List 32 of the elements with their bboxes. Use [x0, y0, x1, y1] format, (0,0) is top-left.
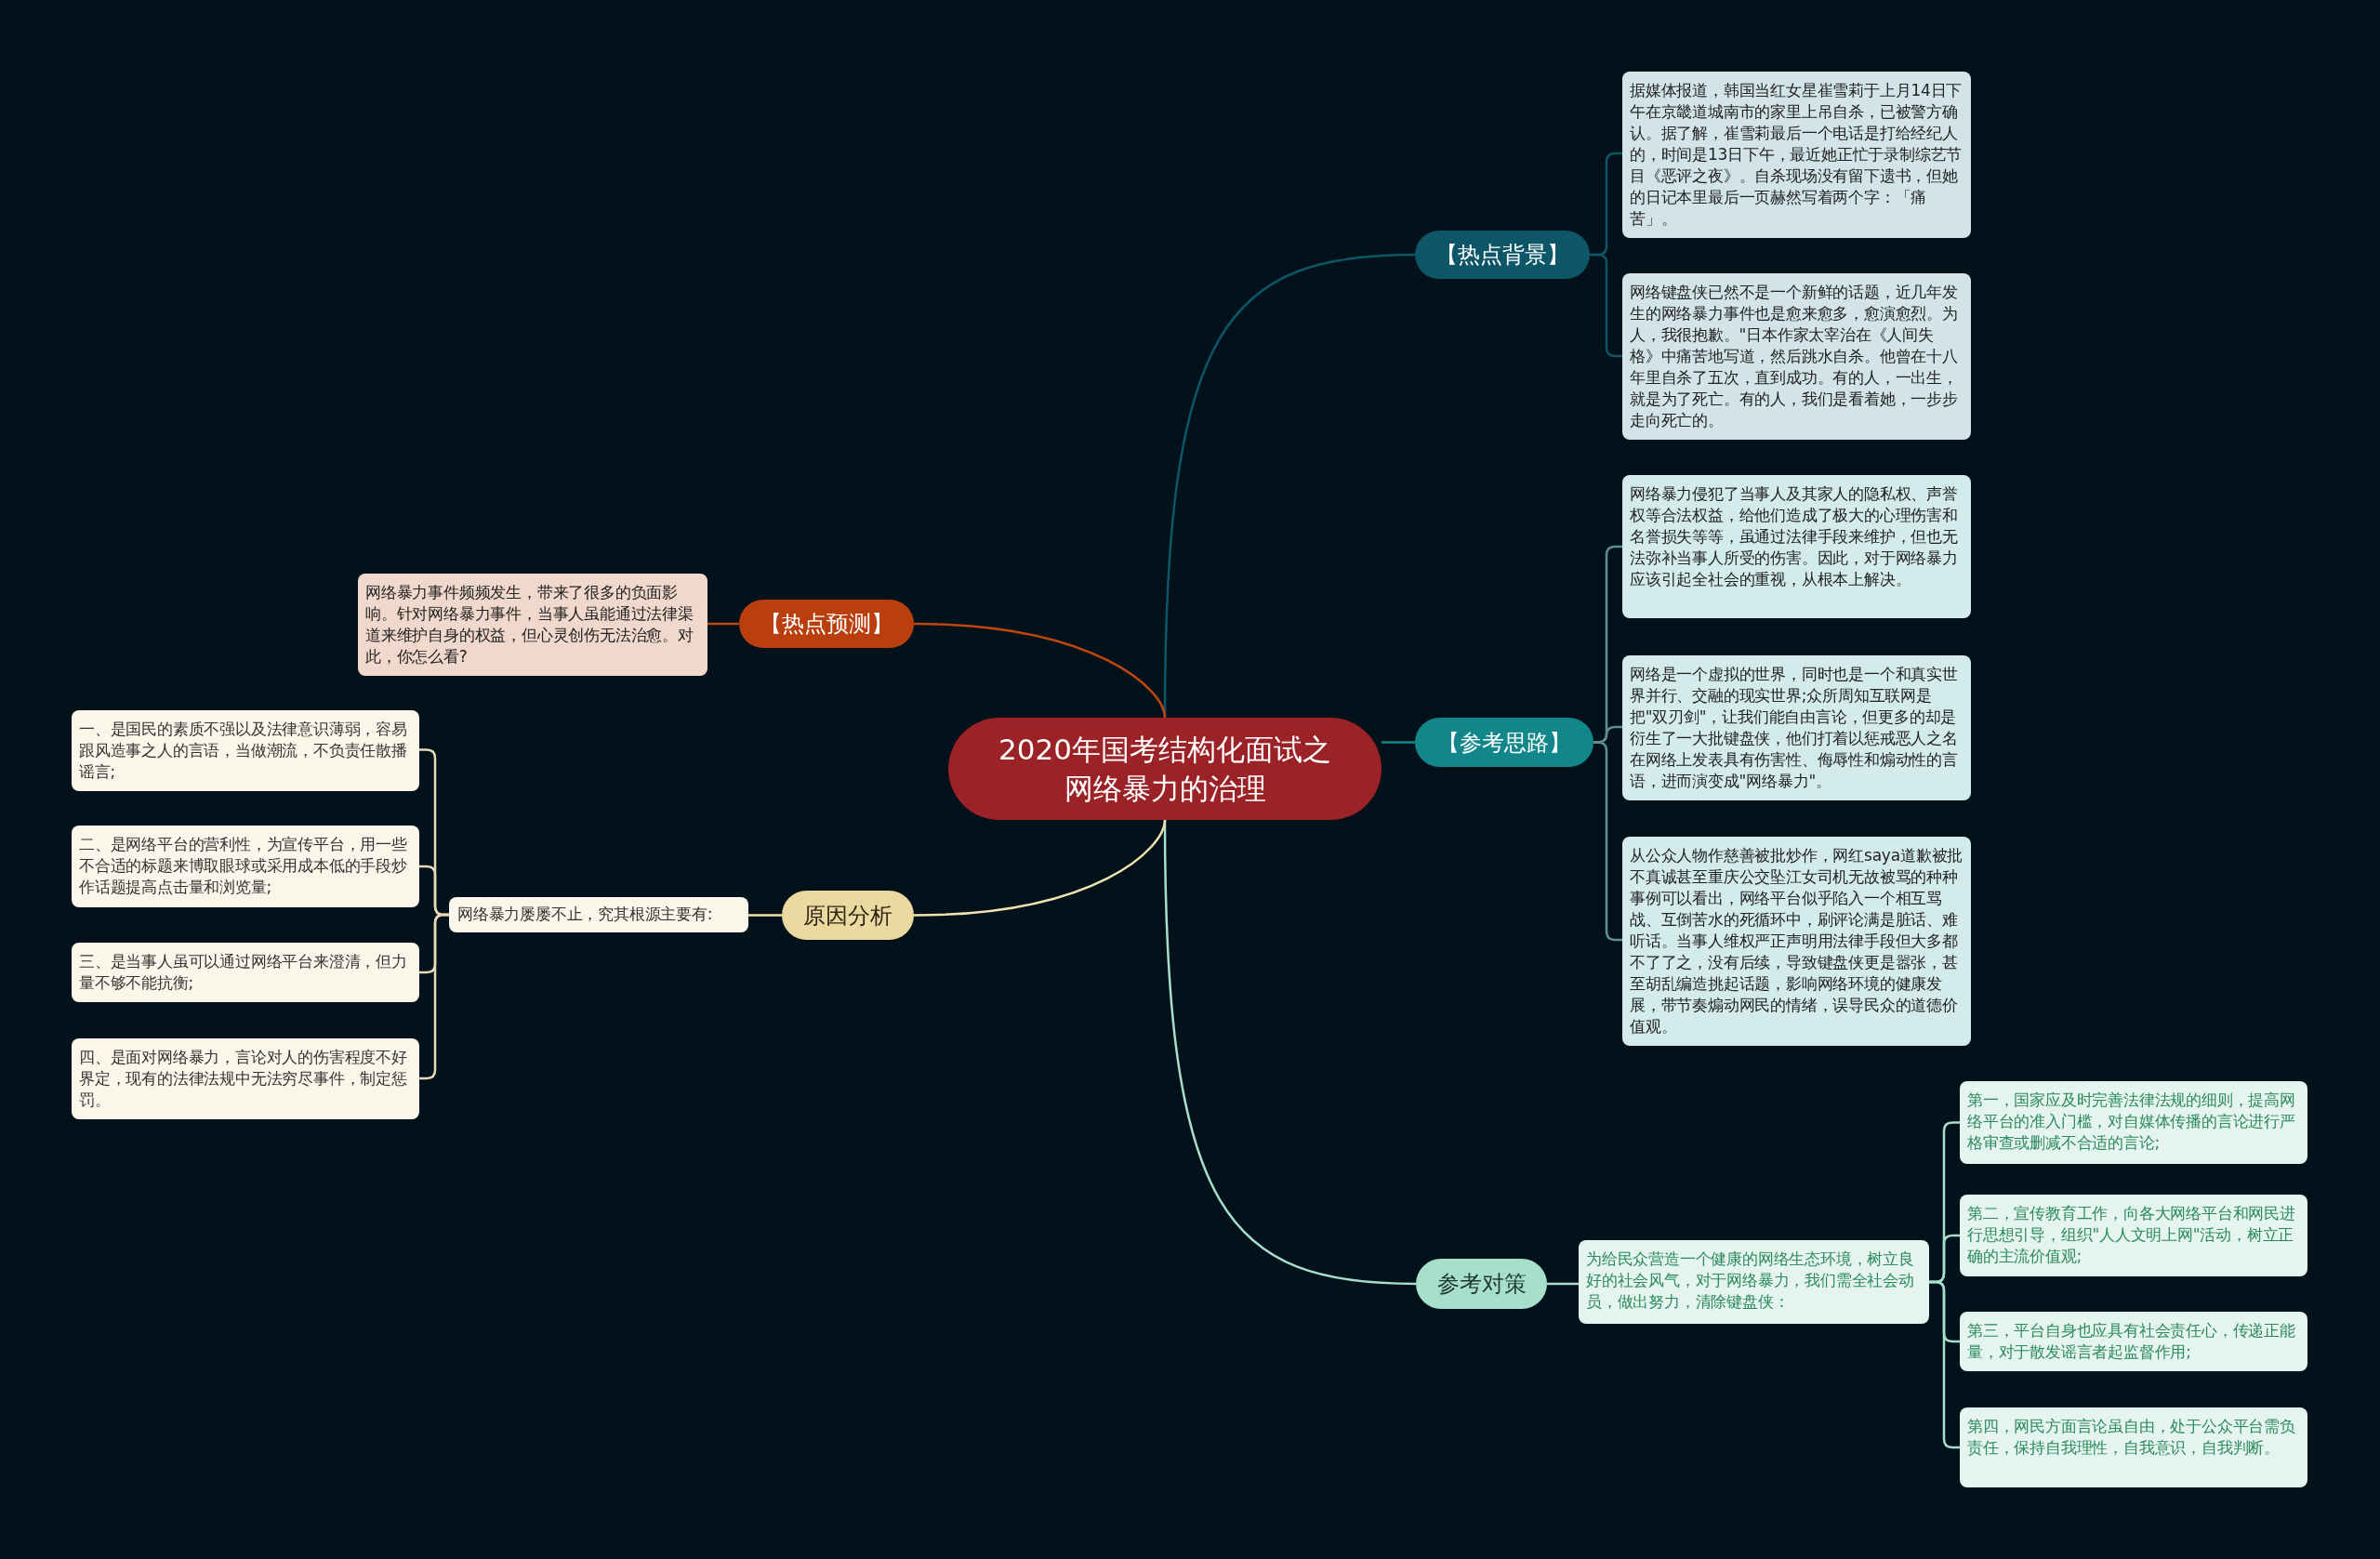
connector-line	[1382, 741, 1415, 744]
note-box: 一、是国民的素质不强以及法律意识薄弱，容易跟风造事之人的言语，当做潮流，不负责任散播谣言;	[72, 710, 419, 791]
note-box: 网络是一个虚拟的世界，同时也是一个和真实世界并行、交融的现实世界;众所周知互联网是把"双刃剑"，让我们能自由言论，但更多的却是衍生了一大批键盘侠，他们打着以惩戒恶人之名在网络上发表具有伤害性、侮辱性和煽动性的言语，进而演变成"网络暴力"。	[1622, 655, 1971, 800]
note-box: 第一，国家应及时完善法律法规的细则，提高网络平台的准入门槛，对自媒体传播的言论进行严格审查或删减不合适的言论;	[1960, 1081, 2307, 1164]
note-box: 二、是网络平台的营利性，为宣传平台，用一些不合适的标题来博取眼球或采用成本低的手段炒作话题提高点击量和浏览量;	[72, 826, 419, 907]
note-box: 网络暴力侵犯了当事人及其家人的隐私权、声誉权等合法权益，给他们造成了极大的心理伤害和名誉损失等等，虽通过法律手段来维护，但也无法弥补当事人所受的伤害。因此，对于网络暴力应该引起全社会的重视，从根本上解决。	[1622, 475, 1971, 618]
branch-topic: 【热点背景】	[1415, 231, 1590, 279]
connector-line	[1590, 253, 1622, 358]
connector-line	[419, 913, 449, 1080]
note-box: 三、是当事人虽可以通过网络平台来澄清，但力量不够不能抗衡;	[72, 943, 419, 1002]
connector-line	[913, 622, 1167, 719]
branch-topic: 【热点预测】	[739, 600, 914, 648]
note-box: 据媒体报道，韩国当红女星崔雪莉于上月14日下午在京畿道城南市的家里上吊自杀，已被警方确认。据了解，崔雪莉最后一个电话是打给经纪人的，时间是13日下午，最近她正忙于录制综艺节目《恶评之夜》。自杀现场没有留下遗书，但她的日记本里最后一页赫然写着两个字：「痛苦」。	[1622, 72, 1971, 238]
connector-line	[1547, 1282, 1579, 1286]
note-box: 从公众人物作慈善被批炒作，网红saya道歉被批不真诚甚至重庆公交坠江女司机无故被骂的种种事例可以看出，网络平台似乎陷入一个相互骂战、互倒苦水的死循环中，刷评论满是脏话、难听话。当事人维权严正声明用法律手段但大多都不了了之，没有后续，导致键盘侠更是嚣张，甚至胡乱编造挑起话题，影响网络环境的健康发展，带节奏煽动网民的情绪，误导民众的道德价值观。	[1622, 837, 1971, 1046]
connector-line	[748, 914, 782, 917]
branch-topic: 参考对策	[1416, 1259, 1547, 1309]
note-box: 网络暴力屡屡不止，究其根源主要有:	[449, 897, 748, 932]
connector-line	[707, 622, 739, 626]
branch-topic: 原因分析	[782, 891, 914, 940]
connector-line	[1593, 741, 1622, 942]
note-box: 四、是面对网络暴力，言论对人的伤害程度不好界定，现有的法律法规中无法穷尽事件，制定惩罚。	[72, 1038, 419, 1119]
connector-line	[913, 819, 1167, 917]
note-box: 网络暴力事件频频发生，带来了很多的负面影响。针对网络暴力事件，当事人虽能通过法律渠道来维护自身的权益，但心灵创伤无法治愈。对此，你怎么看?	[358, 574, 707, 676]
note-box: 第二，宣传教育工作，向各大网络平台和网民进行思想引导，组织"人人文明上网"活动，树立正确的主流价值观;	[1960, 1195, 2307, 1276]
note-box: 第四，网民方面言论虽自由，处于公众平台需负责任，保持自我理性，自我意识，自我判断。	[1960, 1407, 2307, 1487]
connector-line	[1929, 1280, 1960, 1449]
note-box: 第三，平台自身也应具有社会责任心，传递正能量，对于散发谣言者起监督作用;	[1960, 1312, 2307, 1371]
branch-topic: 【参考思路】	[1415, 718, 1593, 767]
note-box: 为给民众营造一个健康的网络生态环境，树立良好的社会风气，对于网络暴力，我们需全社会动员，做出努力，清除键盘侠：	[1579, 1240, 1929, 1324]
central-topic: 2020年国考结构化面试之网络暴力的治理	[948, 718, 1382, 820]
note-box: 网络键盘侠已然不是一个新鲜的话题，近几年发生的网络暴力事件也是愈来愈多，愈演愈烈。为人，我很抱歉。"日本作家太宰治在《人间失格》中痛苦地写道，然后跳水自杀。他曾在十八年里自杀了五次，直到成功。有的人，一出生，就是为了死亡。有的人，我们是看着她，一步步走向死亡的。	[1622, 273, 1971, 440]
